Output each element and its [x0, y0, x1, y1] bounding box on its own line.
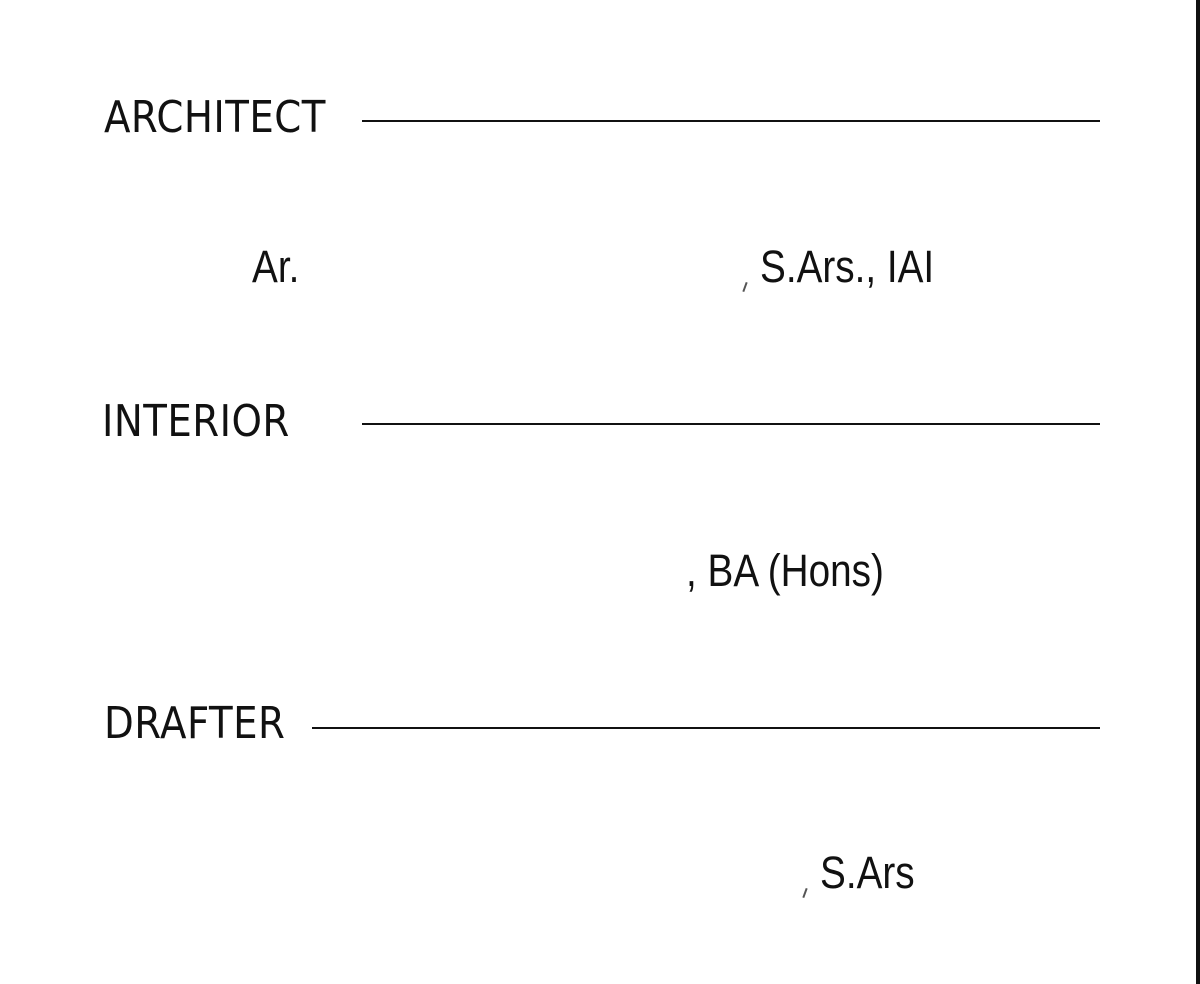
interior-credentials: , BA (Hons) — [686, 545, 884, 596]
drafter-signature-line — [312, 727, 1100, 729]
page-right-border — [1196, 0, 1200, 984]
architect-label: ARCHITECT — [104, 92, 326, 143]
interior-signature-line — [362, 423, 1100, 425]
drafter-comma-mark — [802, 887, 808, 899]
interior-label: INTERIOR — [102, 396, 290, 447]
drafter-credentials: S.Ars — [820, 847, 915, 898]
drafter-label: DRAFTER — [104, 698, 286, 749]
architect-signature-line — [362, 120, 1100, 122]
architect-comma-mark — [742, 281, 748, 293]
architect-credentials: S.Ars., IAI — [760, 241, 935, 292]
architect-title-prefix: Ar. — [252, 241, 300, 292]
